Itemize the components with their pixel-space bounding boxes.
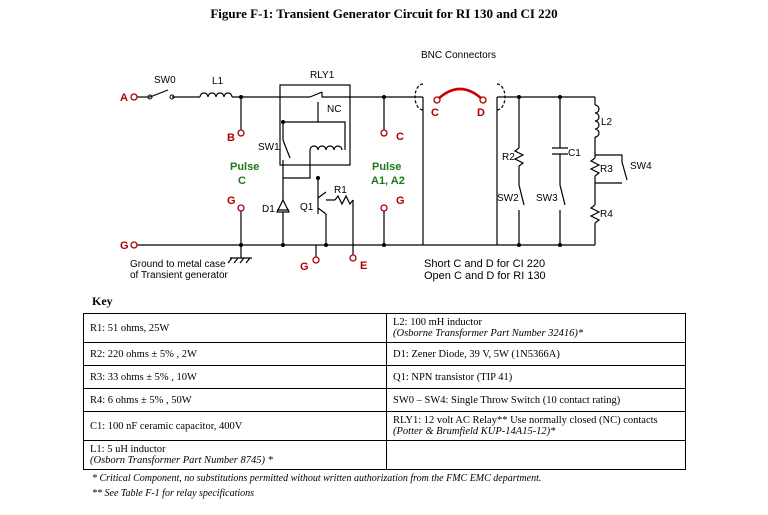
- key-cell: R4: 6 ohms ± 5% , 50W: [83, 388, 387, 412]
- r1-label: R1: [334, 185, 347, 196]
- l1-inductor: [199, 92, 233, 98]
- pulse-a1a2-label: A1, A2: [371, 175, 405, 187]
- wire: [282, 150, 311, 179]
- table-row: L1: 5 uH inductor(Osborn Transformer Par…: [83, 440, 686, 470]
- bnc-right: [496, 83, 506, 111]
- relay-coil: [309, 145, 343, 151]
- r2-resistor: [513, 147, 525, 167]
- r3-resistor: [589, 157, 601, 177]
- sw4-label: SW4: [630, 161, 652, 172]
- sw3-label: SW3: [536, 193, 558, 204]
- ground-note-line2: of Transient generator: [130, 270, 229, 281]
- sw0-switch: [149, 89, 169, 98]
- l2-inductor: [594, 104, 600, 138]
- key-cell: R2: 220 ohms ± 5% , 2W: [83, 342, 387, 366]
- table-row: R1: 51 ohms, 25W L2: 100 mH inductor(Osb…: [83, 313, 686, 343]
- sw4-switch: [621, 161, 628, 181]
- key-title: Key: [92, 294, 113, 308]
- r4-label: R4: [600, 209, 613, 220]
- nc-label: NC: [327, 104, 341, 115]
- sw2-label: SW2: [497, 193, 519, 204]
- r1-resistor: [334, 194, 354, 206]
- figure-title: Figure F-1: Transient Generator Circuit …: [210, 6, 558, 21]
- footnote-critical: * Critical Component, no substitutions p…: [92, 473, 542, 484]
- l2-label: L2: [601, 117, 613, 128]
- circuit-schematic: BNC Connectors SW0 L1 RLY1 NC SW1 D1 Q1 …: [120, 50, 652, 282]
- q1-transistor: [317, 191, 327, 215]
- ground-symbol: [227, 245, 252, 264]
- key-cell: Q1: NPN transistor (TIP 41): [386, 365, 686, 389]
- key-cell: L1: 5 uH inductor(Osborn Transformer Par…: [83, 440, 387, 470]
- relay-box: [279, 84, 351, 166]
- key-cell: R1: 51 ohms, 25W: [83, 313, 387, 343]
- key-cell: L2: 100 mH inductor(Osborne Transformer …: [386, 313, 686, 343]
- relay-contact: [309, 91, 323, 98]
- wire: [321, 92, 345, 98]
- table-row: R3: 33 ohms ± 5% , 10W Q1: NPN transisto…: [83, 365, 686, 389]
- wire: [595, 154, 623, 162]
- terminal-d-label: D: [477, 107, 485, 119]
- c1-label: C1: [568, 148, 581, 159]
- terminal-c-label: C: [431, 107, 439, 119]
- ground-note-line1: Ground to metal case: [130, 259, 226, 270]
- r2-label: R2: [502, 152, 515, 163]
- table-row: C1: 100 nF ceramic capacitor, 400V RLY1:…: [83, 411, 686, 441]
- key-cell: C1: 100 nF ceramic capacitor, 400V: [83, 411, 387, 441]
- pulse-label: Pulse: [372, 161, 401, 173]
- sw1-switch: [282, 139, 291, 159]
- table-row: R2: 220 ohms ± 5% , 2W D1: Zener Diode, …: [83, 342, 686, 366]
- l1-label: L1: [212, 76, 224, 87]
- terminal-g-label: G: [120, 240, 129, 252]
- bnc-connectors-label: BNC Connectors: [421, 50, 496, 61]
- rly1-label: RLY1: [310, 70, 335, 81]
- key-cell: RLY1: 12 volt AC Relay** Use normally cl…: [386, 411, 686, 441]
- terminal-g-label: G: [396, 195, 405, 207]
- d1-diode: [276, 198, 290, 213]
- terminal-g-label: G: [227, 195, 236, 207]
- terminal-g-label: G: [300, 261, 309, 273]
- q1-label: Q1: [300, 202, 314, 213]
- key-cell: [386, 440, 686, 470]
- key-cell: D1: Zener Diode, 39 V, 5W (1N5366A): [386, 342, 686, 366]
- pulse-label: Pulse: [230, 161, 259, 173]
- wire: [317, 102, 346, 150]
- sw1-label: SW1: [258, 142, 280, 153]
- sw3-switch: [559, 184, 566, 206]
- r3-label: R3: [600, 164, 613, 175]
- c1-capacitor: [552, 147, 568, 155]
- open-note: Open C and D for RI 130: [424, 270, 546, 282]
- sw0-label: SW0: [154, 75, 176, 86]
- table-row: R4: 6 ohms ± 5% , 50W SW0 – SW4: Single …: [83, 388, 686, 412]
- footnote-relay: ** See Table F-1 for relay specification…: [92, 488, 255, 499]
- terminal-b-label: B: [227, 132, 235, 144]
- key-table: R1: 51 ohms, 25W L2: 100 mH inductor(Osb…: [83, 313, 686, 470]
- short-note: Short C and D for CI 220: [424, 258, 545, 270]
- terminal-c-label: C: [396, 131, 404, 143]
- cd-jumper: [436, 87, 484, 101]
- d1-label: D1: [262, 204, 275, 215]
- r4-resistor: [589, 204, 601, 224]
- key-cell: R3: 33 ohms ± 5% , 10W: [83, 365, 387, 389]
- sw2-switch: [518, 184, 525, 206]
- key-cell: SW0 – SW4: Single Throw Switch (10 conta…: [386, 388, 686, 412]
- bnc-left: [414, 83, 424, 111]
- terminal-e-label: E: [360, 260, 367, 272]
- terminal-a-label: A: [120, 92, 128, 104]
- pulse-c-label: C: [238, 175, 246, 187]
